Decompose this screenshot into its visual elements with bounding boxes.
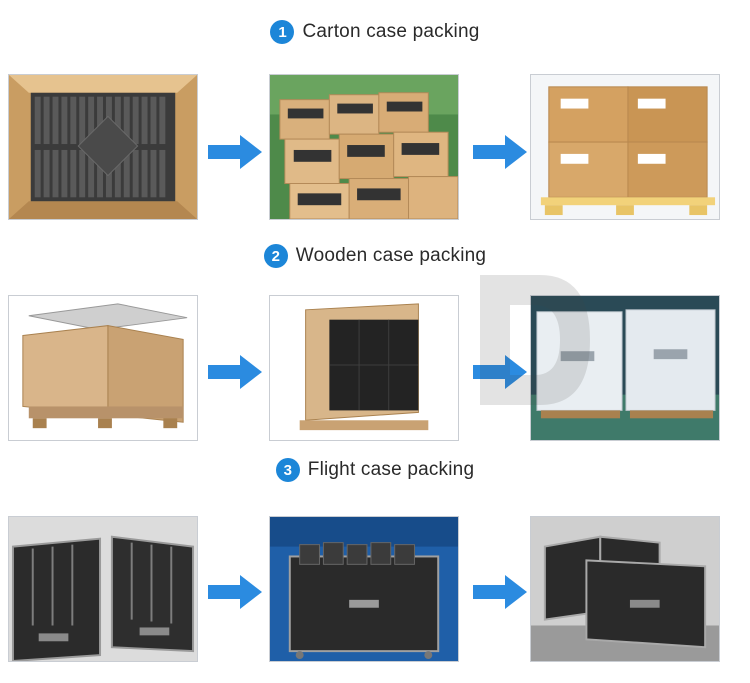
flight-case-loaded-photo	[269, 516, 459, 662]
section-1-title: Carton case packing	[302, 21, 480, 42]
stacked-cartons-pallet-photo	[530, 74, 720, 220]
section-3-heading: 3 Flight case packing	[0, 455, 750, 485]
flight-cases-open-photo	[8, 516, 198, 662]
open-cartons-photo	[269, 74, 459, 220]
section-2-number-badge: 2	[263, 244, 288, 268]
section-1-number-badge: 1	[270, 20, 295, 44]
wrapped-crates-photo	[530, 295, 720, 441]
wooden-crate-screen-photo	[269, 295, 459, 441]
section-2-title: Wooden case packing	[295, 245, 487, 266]
arrow-right-icon	[473, 135, 527, 169]
section-1-heading: 1 Carton case packing	[0, 17, 750, 47]
arrow-right-icon	[208, 575, 262, 609]
arrow-right-icon	[208, 355, 262, 389]
carton-modules-photo	[8, 74, 198, 220]
section-2-heading: 2 Wooden case packing	[0, 241, 750, 271]
arrow-right-icon	[473, 355, 527, 389]
arrow-right-icon	[208, 135, 262, 169]
flight-cases-closed-photo	[530, 516, 720, 662]
wooden-crate-open-photo	[8, 295, 198, 441]
section-3-title: Flight case packing	[307, 459, 475, 480]
section-3-number-badge: 3	[275, 458, 300, 482]
arrow-right-icon	[473, 575, 527, 609]
